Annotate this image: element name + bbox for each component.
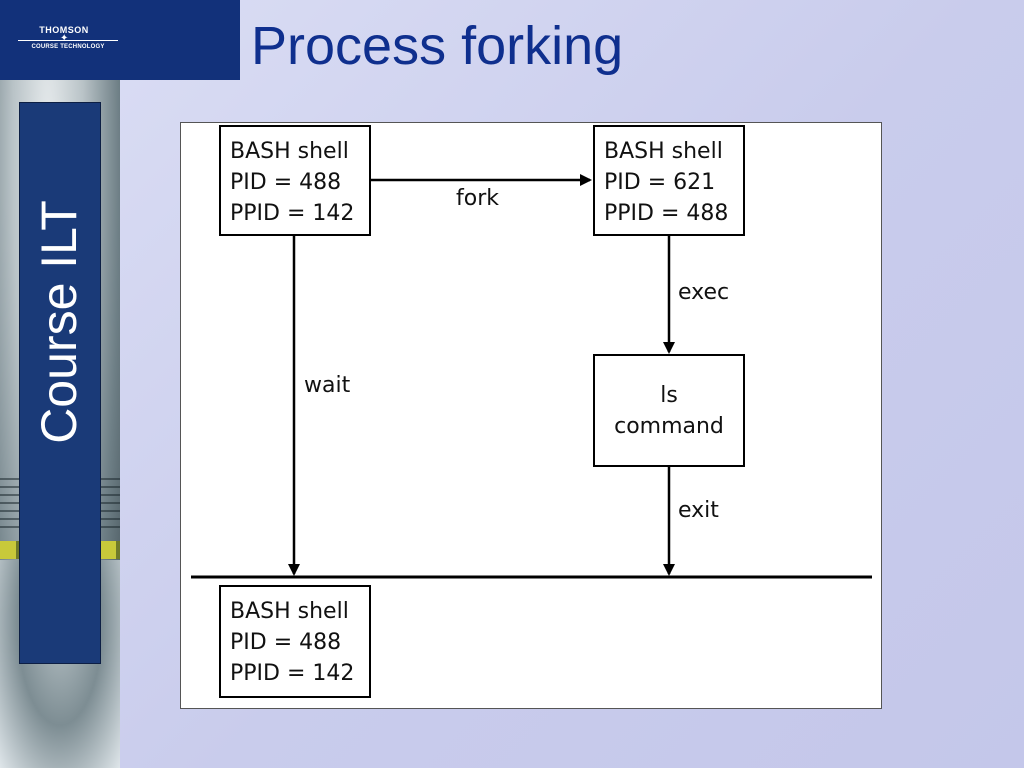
node-line: BASH shell bbox=[604, 139, 723, 164]
logo-line-1: THOMSON bbox=[39, 25, 89, 35]
command-node: ls command bbox=[593, 354, 745, 467]
node-line: ls bbox=[660, 382, 678, 408]
sidebar-label-wrap: Course ILT bbox=[19, 102, 99, 542]
diagram-connectors bbox=[191, 174, 872, 579]
thomson-logo: THOMSON ✦ COURSE TECHNOLOGY bbox=[0, 0, 240, 80]
node-line: PID = 488 bbox=[230, 630, 342, 655]
parent-process-node: BASH shell PID = 488 PPID = 142 bbox=[219, 125, 371, 236]
logo-rule bbox=[18, 40, 118, 41]
node-line: BASH shell bbox=[230, 139, 349, 164]
wait-label: wait bbox=[304, 373, 351, 398]
node-line: PPID = 142 bbox=[230, 201, 355, 226]
fork-label: fork bbox=[456, 186, 499, 211]
node-line: BASH shell bbox=[230, 599, 349, 624]
child-process-node: BASH shell PID = 621 PPID = 488 bbox=[593, 125, 745, 236]
node-line: command bbox=[614, 413, 724, 439]
page-title: Process forking bbox=[251, 16, 624, 76]
logo-star-icon: ✦ bbox=[60, 33, 69, 44]
node-line: PID = 488 bbox=[230, 170, 342, 195]
process-fork-diagram: BASH shell PID = 488 PPID = 142 BASH she… bbox=[180, 122, 882, 709]
node-line: PID = 621 bbox=[604, 170, 716, 195]
sidebar-label: Course ILT bbox=[31, 200, 88, 444]
exit-label: exit bbox=[678, 498, 719, 523]
exec-label: exec bbox=[678, 280, 730, 305]
node-line: PPID = 142 bbox=[230, 661, 355, 686]
node-line: PPID = 488 bbox=[604, 201, 729, 226]
sidebar-panel bbox=[19, 102, 101, 664]
parent-process-resumed-node: BASH shell PID = 488 PPID = 142 bbox=[219, 585, 371, 698]
logo-line-2: COURSE TECHNOLOGY bbox=[31, 44, 105, 50]
